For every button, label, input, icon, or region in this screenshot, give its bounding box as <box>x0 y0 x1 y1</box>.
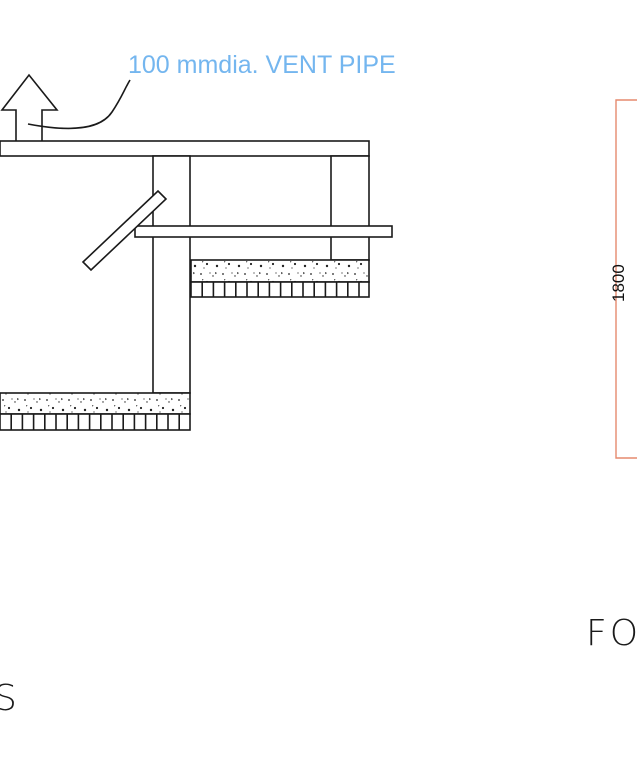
right-wall <box>330 155 370 261</box>
inlet-pipe <box>134 225 393 238</box>
vent-leader-line <box>27 79 131 130</box>
right-brick-course <box>190 281 370 298</box>
right-concrete-base <box>190 259 370 283</box>
vent-pipe-label: 100 mmdia. VENT PIPE <box>128 51 396 79</box>
title-left-partial: S <box>0 678 20 719</box>
top-slab <box>0 140 370 157</box>
title-right-partial: FO <box>586 613 637 654</box>
vent-arrow-icon <box>0 73 59 155</box>
dimension-label: 1800 <box>609 264 628 302</box>
dimension-1800 <box>615 99 637 459</box>
left-concrete-base <box>0 392 191 415</box>
inclined-baffle <box>81 189 168 272</box>
left-brick-course <box>0 413 191 431</box>
